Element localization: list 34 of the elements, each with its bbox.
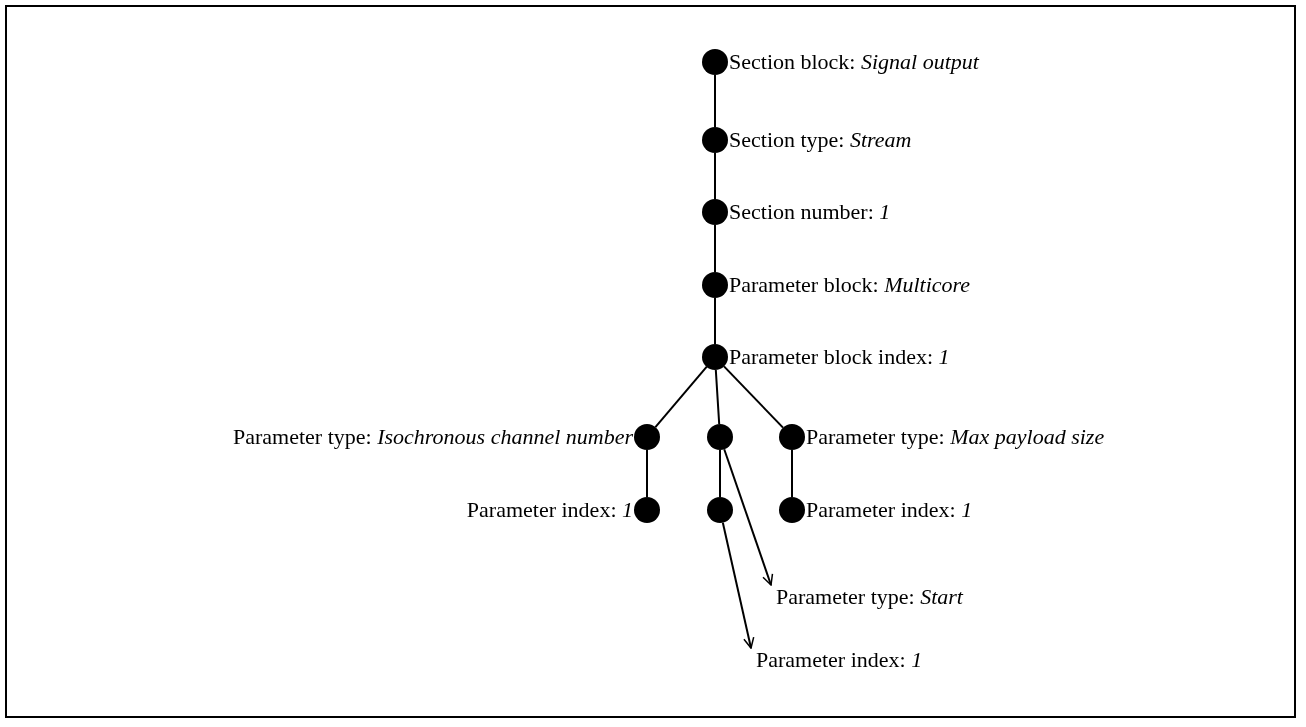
node-label: Section number: 1 bbox=[729, 199, 891, 225]
connector-line bbox=[714, 74, 716, 128]
connector-line bbox=[714, 369, 721, 426]
connector-line bbox=[791, 449, 793, 498]
dot bbox=[634, 497, 660, 523]
arrow bbox=[721, 521, 755, 649]
node-label: Parameter index: 1 bbox=[466, 497, 633, 523]
node-label: Parameter type: Isochronous channel number bbox=[233, 424, 633, 450]
dot bbox=[634, 424, 660, 450]
connector-line bbox=[654, 365, 708, 429]
node-label: Parameter block index: 1 bbox=[729, 344, 950, 370]
connector-line bbox=[714, 297, 716, 345]
connector-line bbox=[714, 224, 716, 273]
node-label: Section block: Signal output bbox=[729, 49, 979, 75]
dot bbox=[702, 344, 728, 370]
dot bbox=[707, 497, 733, 523]
node-label: Section type: Stream bbox=[729, 127, 912, 153]
dot bbox=[702, 127, 728, 153]
dot bbox=[707, 424, 733, 450]
node-label: Parameter block: Multicore bbox=[729, 272, 971, 298]
dot bbox=[702, 49, 728, 75]
connector-line bbox=[719, 449, 721, 498]
dot bbox=[702, 272, 728, 298]
node-label: Parameter index: 1 bbox=[806, 497, 973, 523]
dot bbox=[779, 424, 805, 450]
node-label: Parameter type: Max payload size bbox=[806, 424, 1105, 450]
connector-line bbox=[646, 449, 648, 498]
arrow bbox=[723, 448, 774, 586]
dot bbox=[702, 199, 728, 225]
connector-line bbox=[714, 152, 716, 200]
dot bbox=[779, 497, 805, 523]
text-label: Parameter index: 1 bbox=[756, 647, 923, 673]
text-label: Parameter type: Start bbox=[776, 584, 963, 610]
connector-line bbox=[723, 365, 784, 429]
